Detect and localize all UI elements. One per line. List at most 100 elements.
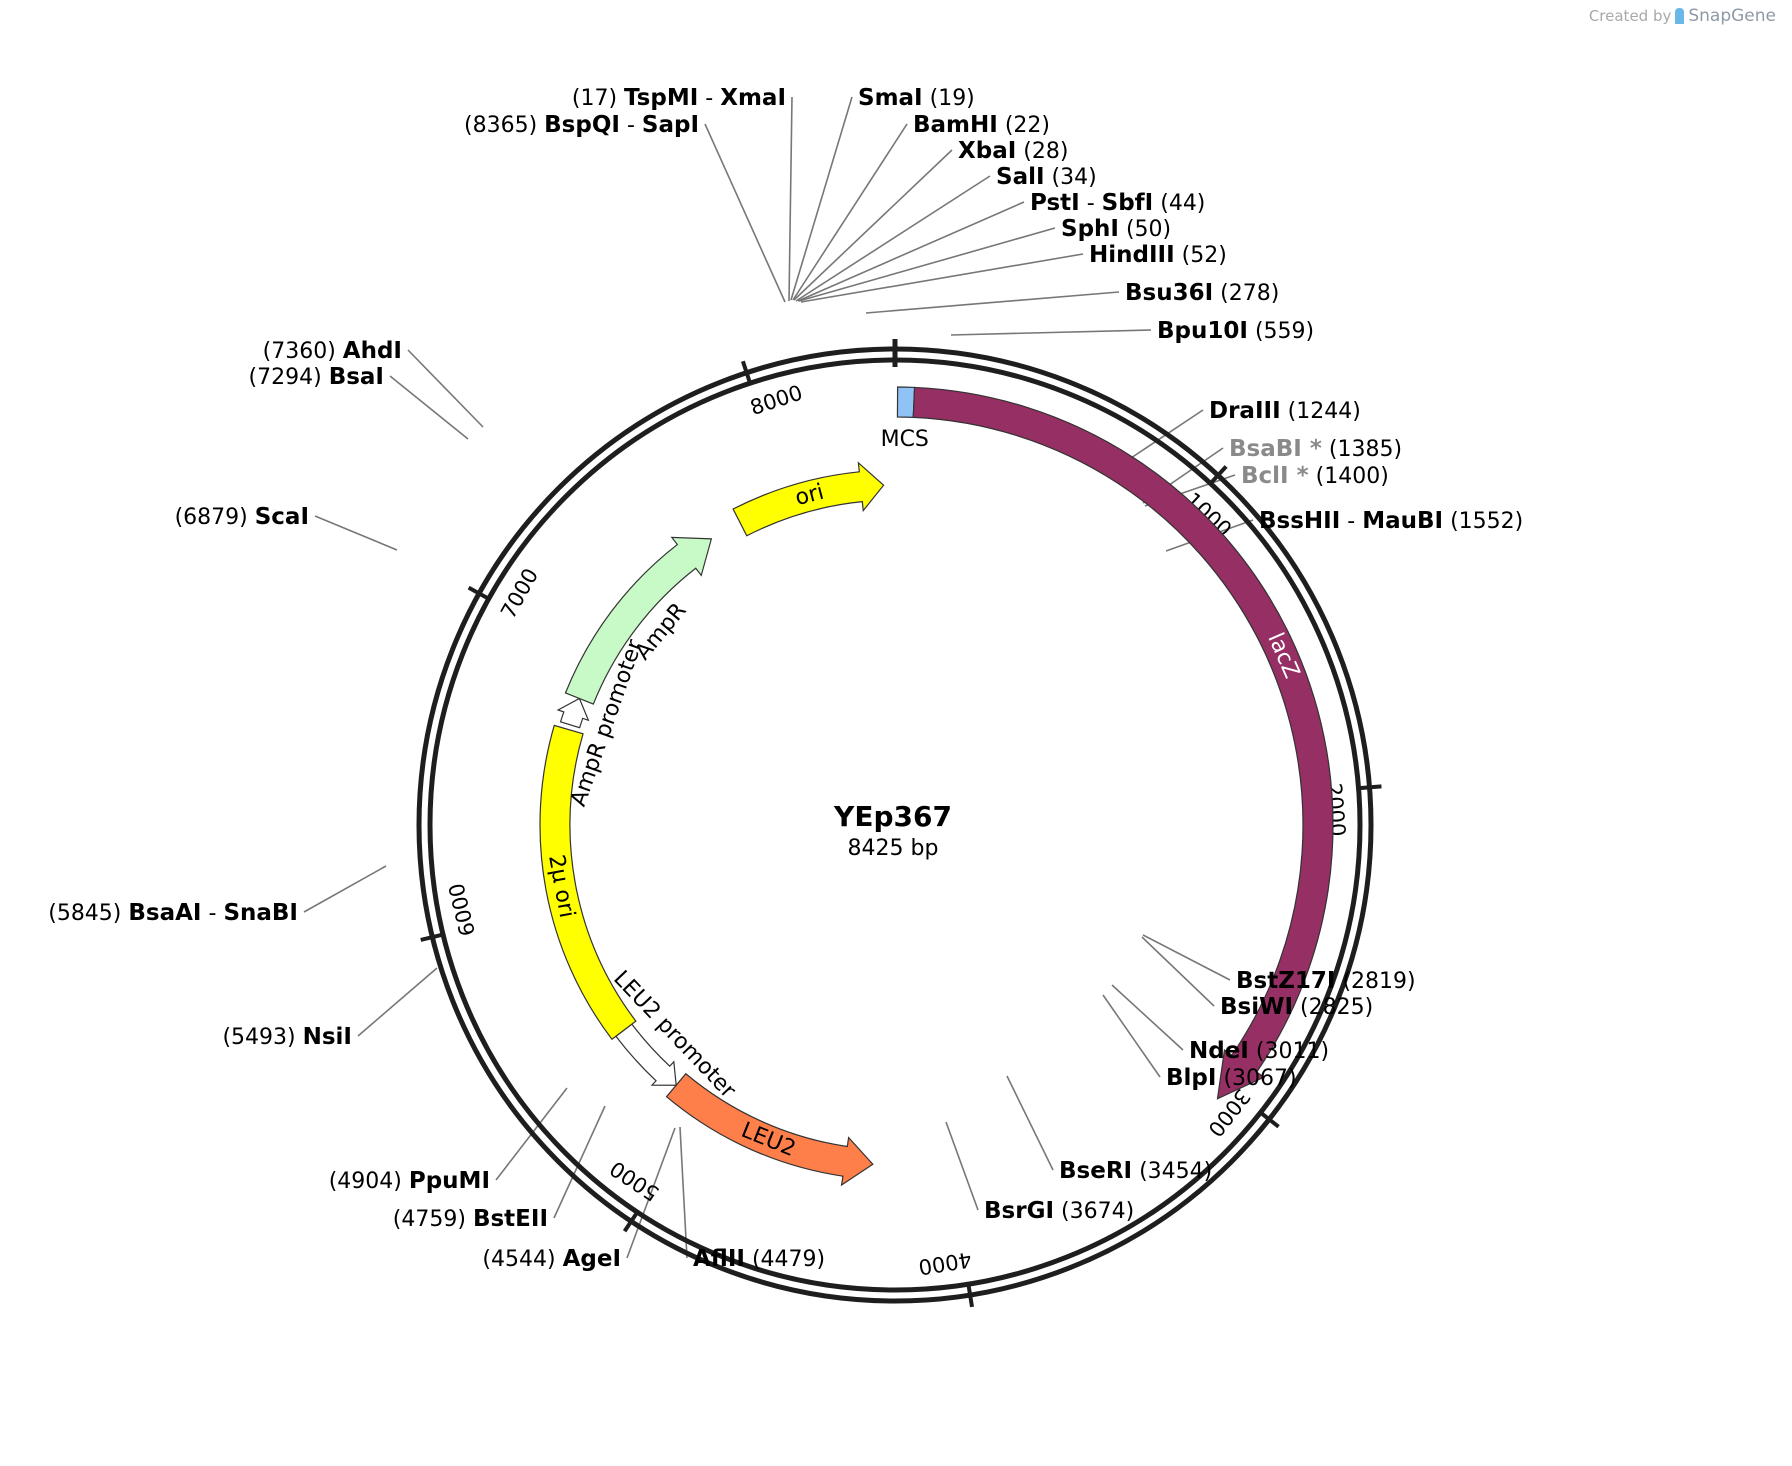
site-agei: (4544) AgeI	[482, 1246, 621, 1272]
site-label-text: BstZ17I (2819)	[1236, 968, 1416, 994]
plasmid-length: 8425 bp	[848, 836, 939, 861]
credit-prefix: Created by	[1588, 7, 1672, 25]
site-ahdi: (7360) AhdI	[263, 338, 402, 364]
site-enzyme-name: BstEII	[473, 1206, 548, 1232]
site-leader	[800, 253, 1084, 303]
site-label-text: NdeI (3011)	[1189, 1038, 1329, 1064]
site-separator	[1132, 1159, 1139, 1184]
site-enzyme-name: BsaAI	[128, 900, 201, 926]
site-bspqi: (8365) BspQI - SapI	[464, 112, 699, 138]
site-separator	[1119, 217, 1126, 242]
site-label-text: (4759) BstEII	[393, 1206, 548, 1232]
plasmid-name: YEp367	[833, 800, 952, 833]
site-position: (8365)	[464, 113, 537, 138]
site-position: (4544)	[482, 1247, 555, 1272]
site-separator	[1248, 319, 1255, 344]
site-enzyme-name: SbfI	[1102, 190, 1154, 216]
site-xbai: XbaI (28)	[958, 138, 1068, 164]
site-ppumi: (4904) PpuMI	[329, 1168, 490, 1194]
leu2-promoter-feature	[615, 1023, 677, 1086]
site-enzyme-name: AflII	[693, 1246, 745, 1272]
ampr-promoter-feature	[556, 697, 590, 729]
site-label-text: PstI - SbfI (44)	[1030, 190, 1205, 216]
site-position: (559)	[1255, 319, 1314, 344]
site-position: (6879)	[175, 505, 248, 530]
site-separator	[1054, 1199, 1061, 1224]
site-bsabi: BsaBI * (1385)	[1229, 436, 1402, 462]
site-enzyme-name: BsaBI *	[1229, 436, 1322, 462]
site-enzyme-name: SphI	[1061, 216, 1119, 242]
site-enzyme-name: BsaI	[329, 364, 384, 390]
site-enzyme-name: BstZ17I	[1236, 968, 1335, 994]
lacz-feature	[912, 386, 1334, 1100]
site-separator: -	[698, 86, 720, 111]
site-scai: (6879) ScaI	[175, 504, 309, 530]
site-position: (4759)	[393, 1207, 466, 1232]
site-position: (17)	[572, 86, 617, 111]
site-enzyme-name: BlpI	[1166, 1065, 1216, 1091]
site-position: (5845)	[48, 901, 121, 926]
site-position: (52)	[1182, 243, 1227, 268]
site-leader-lines	[303, 96, 1254, 1259]
site-label-text: BlpI (3067)	[1166, 1065, 1297, 1091]
site-separator	[1322, 437, 1329, 462]
site-separator: -	[620, 113, 642, 138]
tick-mark	[1356, 784, 1382, 791]
site-smai: SmaI (19)	[858, 85, 975, 111]
site-separator	[537, 113, 544, 138]
site-position: (1385)	[1329, 437, 1402, 462]
tick-mark	[420, 932, 446, 942]
site-leader	[1102, 994, 1161, 1078]
site-separator	[617, 86, 624, 111]
site-leader	[950, 329, 1152, 336]
site-leader	[314, 515, 398, 551]
site-label-text: (7360) AhdI	[263, 338, 402, 364]
site-bamhi: BamHI (22)	[913, 112, 1050, 138]
site-separator	[1175, 243, 1182, 268]
site-position: (2825)	[1300, 995, 1373, 1020]
site-bsrgi: BsrGI (3674)	[984, 1198, 1134, 1224]
site-position: (28)	[1023, 139, 1068, 164]
site-separator	[1443, 509, 1450, 534]
site-leader	[679, 1126, 688, 1259]
site-separator	[1281, 399, 1288, 424]
site-separator	[248, 505, 255, 530]
site-bstz17i: BstZ17I (2819)	[1236, 968, 1416, 994]
site-labels: (17) TspMI - XmaI(8365) BspQI - SapISmaI…	[48, 85, 1523, 1272]
two-micron-ori-label: 2μ ori	[543, 853, 579, 920]
site-position: (1400)	[1316, 464, 1389, 489]
tick-mark	[1257, 1109, 1280, 1129]
site-label-text: AflII (4479)	[693, 1246, 825, 1272]
site-enzyme-name: XmaI	[720, 85, 786, 111]
site-bpu10i: Bpu10I (559)	[1157, 318, 1314, 344]
site-sphi: SphI (50)	[1061, 216, 1171, 242]
site-hindiii: HindIII (52)	[1089, 242, 1227, 268]
site-separator	[322, 365, 329, 390]
site-label-text: (8365) BspQI - SapI	[464, 112, 699, 138]
site-label-text: SphI (50)	[1061, 216, 1171, 242]
site-enzyme-name: HindIII	[1089, 242, 1175, 268]
site-position: (1552)	[1450, 509, 1523, 534]
site-enzyme-name: BssHII	[1259, 508, 1340, 534]
site-leader	[793, 149, 953, 301]
site-leader	[790, 96, 853, 301]
two-micron-ori-feature	[539, 724, 637, 1041]
site-position: (50)	[1126, 217, 1171, 242]
tick-mark	[966, 1281, 974, 1308]
site-position: (3011)	[1256, 1039, 1329, 1064]
site-position: (1244)	[1288, 399, 1361, 424]
site-enzyme-name: BseRI	[1059, 1158, 1132, 1184]
ampr-feature	[564, 536, 713, 705]
site-position: (3674)	[1061, 1199, 1134, 1224]
site-enzyme-name: SnaBI	[223, 900, 298, 926]
site-enzyme-name: AgeI	[563, 1246, 621, 1272]
site-label-text: BseRI (3454)	[1059, 1158, 1212, 1184]
site-position: (2819)	[1342, 969, 1415, 994]
site-label-text: BssHII - MauBI (1552)	[1259, 508, 1523, 534]
site-enzyme-name: MauBI	[1362, 508, 1443, 534]
site-leader	[792, 123, 908, 301]
site-enzyme-name: BamHI	[913, 112, 998, 138]
site-label-text: BclI * (1400)	[1241, 463, 1389, 489]
tick-mark	[741, 360, 753, 386]
site-enzyme-name: BsrGI	[984, 1198, 1054, 1224]
